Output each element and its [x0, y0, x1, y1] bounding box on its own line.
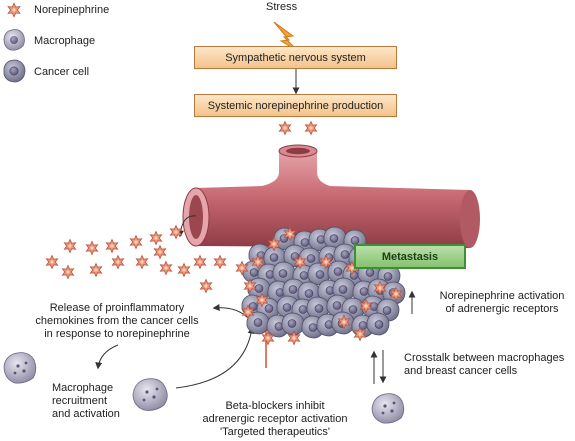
- norepinephrine-star: [199, 278, 213, 294]
- norepinephrine-star: [359, 298, 373, 314]
- norepinephrine-star: [45, 254, 59, 270]
- norepinephrine-star: [129, 234, 143, 250]
- cancer-cell: [246, 311, 270, 335]
- beta-blockers-annotation: Beta-blockers inhibit adrenergic recepto…: [190, 400, 360, 439]
- macrophage-loose-1: [3, 352, 37, 384]
- norepinephrine-star: [304, 120, 318, 136]
- norepinephrine-star: [241, 304, 255, 320]
- sympathetic-nervous-system-box: Sympathetic nervous system: [194, 46, 397, 69]
- legend-macrophage-label: Macrophage: [34, 35, 96, 47]
- release-line-2: chemokines from the cancer cells: [35, 315, 199, 327]
- macrophage-loose-3: [371, 393, 405, 424]
- norepinephrine-star: [61, 264, 75, 280]
- norepinephrine-star: [177, 262, 191, 278]
- norepinephrine-icon: [7, 2, 21, 18]
- arrow-vessel-release: [177, 215, 197, 238]
- norepinephrine-star: [255, 292, 269, 308]
- legend-norepinephrine-label: Norepinephrine: [34, 4, 110, 16]
- norepinephrine-star: [293, 254, 307, 270]
- norepinephrine-star: [149, 230, 163, 246]
- norepinephrine-star: [193, 254, 207, 270]
- norepinephrine-star: [337, 314, 351, 330]
- release-line-1: Release of proinflammatory: [49, 302, 185, 314]
- cancer-cell: [366, 312, 390, 336]
- norepinephrine-star: [261, 330, 275, 346]
- norepinephrine-star: [283, 226, 297, 242]
- norepinephrine-star: [251, 254, 265, 270]
- cancer-cell: [281, 312, 305, 336]
- norepinephrine-star: [153, 244, 167, 260]
- macrophage-icon: [3, 29, 25, 51]
- macrophage-recruitment-annotation: Macrophage recruitment and activation: [52, 382, 120, 421]
- recruit-line-1: Macrophage: [52, 382, 114, 394]
- release-annotation: Release of proinflammatory chemokines fr…: [22, 302, 212, 341]
- systemic-label: Systemic norepinephrine production: [207, 99, 384, 112]
- norepinephrine-star: [159, 260, 173, 276]
- metastasis-label: Metastasis: [381, 250, 439, 263]
- crosstalk-line-2: and breast cancer cells: [404, 365, 518, 377]
- ne-activation-annotation: Norepinephrine activation of adrenergic …: [432, 290, 572, 316]
- ne-line-2: of adrenergic receptors: [445, 303, 559, 315]
- norepinephrine-star: [353, 326, 367, 342]
- norepinephrine-star: [111, 254, 125, 270]
- norepinephrine-star: [278, 120, 292, 136]
- sympathetic-label: Sympathetic nervous system: [225, 51, 366, 64]
- beta-line-1: Beta-blockers inhibit: [225, 400, 325, 412]
- norepinephrine-star: [89, 262, 103, 278]
- arrow-recruitment: [95, 344, 119, 370]
- systemic-norepinephrine-box: Systemic norepinephrine production: [194, 94, 397, 117]
- norepinephrine-star: [213, 254, 227, 270]
- stress-label: Stress: [266, 1, 298, 13]
- metastasis-box: Metastasis: [354, 244, 466, 269]
- arrow-release: [212, 304, 249, 319]
- norepinephrine-legend-star: [7, 2, 21, 18]
- norepinephrine-star: [243, 278, 257, 294]
- ne-line-1: Norepinephrine activation: [439, 290, 565, 302]
- release-line-3: in response to norepinephrine: [44, 328, 190, 340]
- norepinephrine-star: [319, 254, 333, 270]
- cancer-cell-icon: [3, 59, 26, 83]
- norepinephrine-star: [63, 238, 77, 254]
- blood-vessel: [182, 144, 480, 248]
- legend-cancer-cell-label: Cancer cell: [34, 66, 90, 78]
- norepinephrine-star: [135, 254, 149, 270]
- crosstalk-annotation: Crosstalk between macrophages and breast…: [404, 352, 564, 378]
- norepinephrine-stars: [45, 120, 403, 346]
- recruit-line-3: and activation: [52, 408, 120, 420]
- norepinephrine-star: [105, 238, 119, 254]
- beta-line-2: adrenergic receptor activation: [202, 413, 348, 425]
- macrophage-loose-2: [132, 378, 168, 411]
- norepinephrine-star: [85, 240, 99, 256]
- norepinephrine-star: [287, 330, 301, 346]
- beta-line-3: 'Targeted therapeutics': [220, 426, 330, 438]
- crosstalk-line-1: Crosstalk between macrophages: [404, 352, 565, 364]
- norepinephrine-star: [235, 260, 249, 276]
- norepinephrine-star: [267, 236, 281, 252]
- cancer-cell: [332, 277, 356, 301]
- legend-icons: [3, 2, 26, 83]
- norepinephrine-star: [169, 224, 183, 240]
- recruit-line-2: recruitment: [52, 395, 108, 407]
- norepinephrine-star: [373, 280, 387, 296]
- norepinephrine-star: [389, 286, 403, 302]
- arrow-macrophage-to-tumor: [175, 326, 255, 389]
